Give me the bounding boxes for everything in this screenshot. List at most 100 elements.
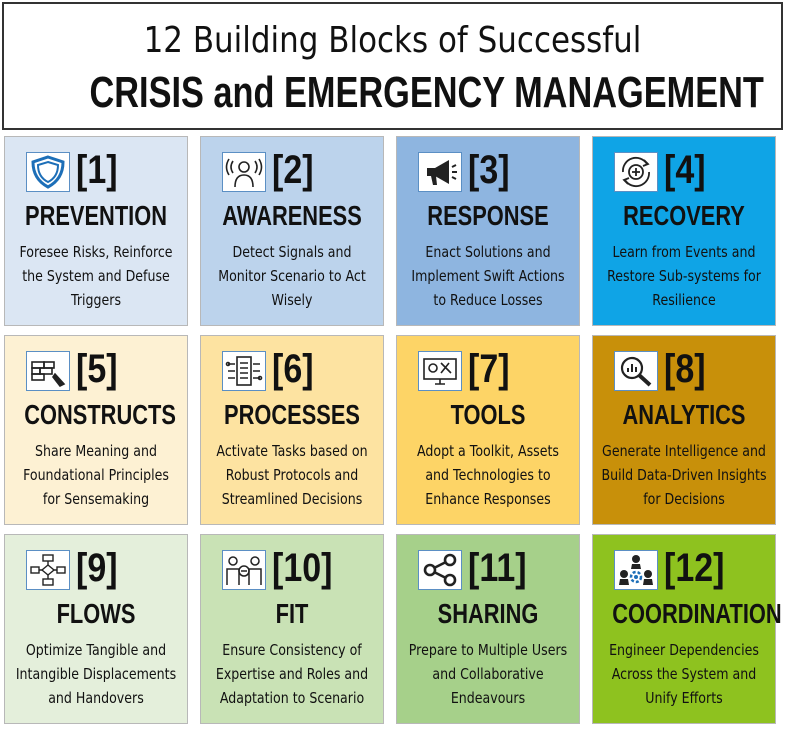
block-number: [6] [272,347,314,391]
description-line: Restore Sub-systems for [607,267,761,285]
block-name: RESPONSE [427,200,549,231]
block-number: [8] [664,347,706,391]
bricks-trowel-icon [26,351,70,391]
description-line: and Technologies to [425,466,551,484]
block-description: Foresee Risks, Reinforce the System and D… [10,240,181,312]
block-description: Prepare to Multiple Users and Collaborati… [402,638,573,710]
description-line: Share Meaning and [35,442,157,460]
block-name: CONSTRUCTS [24,399,176,430]
block-number: [12] [664,546,725,590]
block-name: FIT [275,598,309,629]
document-process-icon [222,351,266,391]
block-name: AWARENESS [222,200,362,231]
block-tile: [1] PREVENTION Foresee Risks, Reinforce the… [2,134,190,328]
description-line: Across the System and [611,665,757,683]
description-line: Optimize Tangible and [25,641,167,659]
description-line: Implement Swift Actions [411,267,565,285]
description-line: Resilience [652,291,716,309]
tools-monitor-icon [418,351,462,391]
block-name: ANALYTICS [622,399,746,430]
flowchart-icon [26,550,70,590]
team-gear-icon [614,550,658,590]
description-line: and Handovers [48,689,144,707]
block-number: [9] [76,546,118,590]
signals-person-icon [222,152,266,192]
description-line: Enact Solutions and [425,243,551,261]
block-name: FLOWS [56,598,136,629]
description-line: Activate Tasks based on [216,442,368,460]
description-line: Adaptation to Scenario [219,689,365,707]
recovery-cycle-icon [614,152,658,192]
description-line: the System and Defuse [22,267,170,285]
description-line: for Decisions [643,490,725,508]
description-line: Triggers [70,291,122,309]
title-line-1: 12 Building Blocks of Successful [143,20,642,61]
description-line: Streamlined Decisions [221,490,363,508]
description-line: Enhance Responses [425,490,551,508]
description-line: Adopt a Toolkit, Assets [416,442,560,460]
block-name: PROCESSES [224,399,360,430]
block-number: [10] [272,546,333,590]
block-number: [3] [468,148,510,192]
description-line: Ensure Consistency of [222,641,362,659]
description-line: Foresee Risks, Reinforce [19,243,173,261]
block-name: COORDINATION [612,598,782,629]
block-name: TOOLS [450,399,526,430]
description-line: Expertise and Roles and [215,665,369,683]
description-line: Intangible Displacements [15,665,177,683]
description-line: and Collaborative [432,665,544,683]
description-line: Wisely [271,291,313,309]
block-number: [5] [76,347,118,391]
block-number: [2] [272,148,314,192]
shield-icon [26,152,70,192]
block-name: PREVENTION [25,200,167,231]
description-line: for Sensemaking [42,490,150,508]
block-tile: [6] PROCESSES Activate Tasks based on Robus… [198,333,386,527]
megaphone-icon [418,152,462,192]
description-line: to Reduce Losses [433,291,543,309]
building-blocks-grid: [1] PREVENTION Foresee Risks, Reinforce the… [0,134,789,731]
block-description: Ensure Consistency of Expertise and Roles… [206,638,377,710]
block-number: [1] [76,148,118,192]
block-name: SHARING [437,598,539,629]
description-line: Endeavours [450,689,526,707]
share-icon [418,550,462,590]
description-line: Engineer Dependencies [609,641,759,659]
team-fit-icon [222,550,266,590]
description-line: Monitor Scenario to Act [218,267,366,285]
title-banner: 12 Building Blocks of Successful CRISIS … [2,2,783,130]
description-line: Learn from Events and [612,243,756,261]
description-line: Build Data-Driven Insights [601,466,767,484]
block-description: Adopt a Toolkit, Assets and Technologies … [402,439,573,511]
description-line: Foundational Principles [23,466,169,484]
block-tile: [10] FIT Ensure Consistency of Expertise an… [198,532,386,726]
description-line: Prepare to Multiple Users [408,641,568,659]
block-number: [11] [468,546,527,590]
block-name: RECOVERY [623,200,745,231]
description-line: Unify Efforts [645,689,723,707]
description-line: Robust Protocols and [225,466,359,484]
block-number: [4] [664,148,706,192]
magnifier-chart-icon [614,351,658,391]
block-tile: [11] SHARING Prepare to Multiple Users and … [394,532,582,726]
title-line-2: CRISIS and EMERGENCY MANAGEMENT [89,68,764,117]
description-line: Generate Intelligence and [602,442,766,460]
block-description: Activate Tasks based on Robust Protocols … [206,439,377,511]
description-line: Detect Signals and [232,243,352,261]
